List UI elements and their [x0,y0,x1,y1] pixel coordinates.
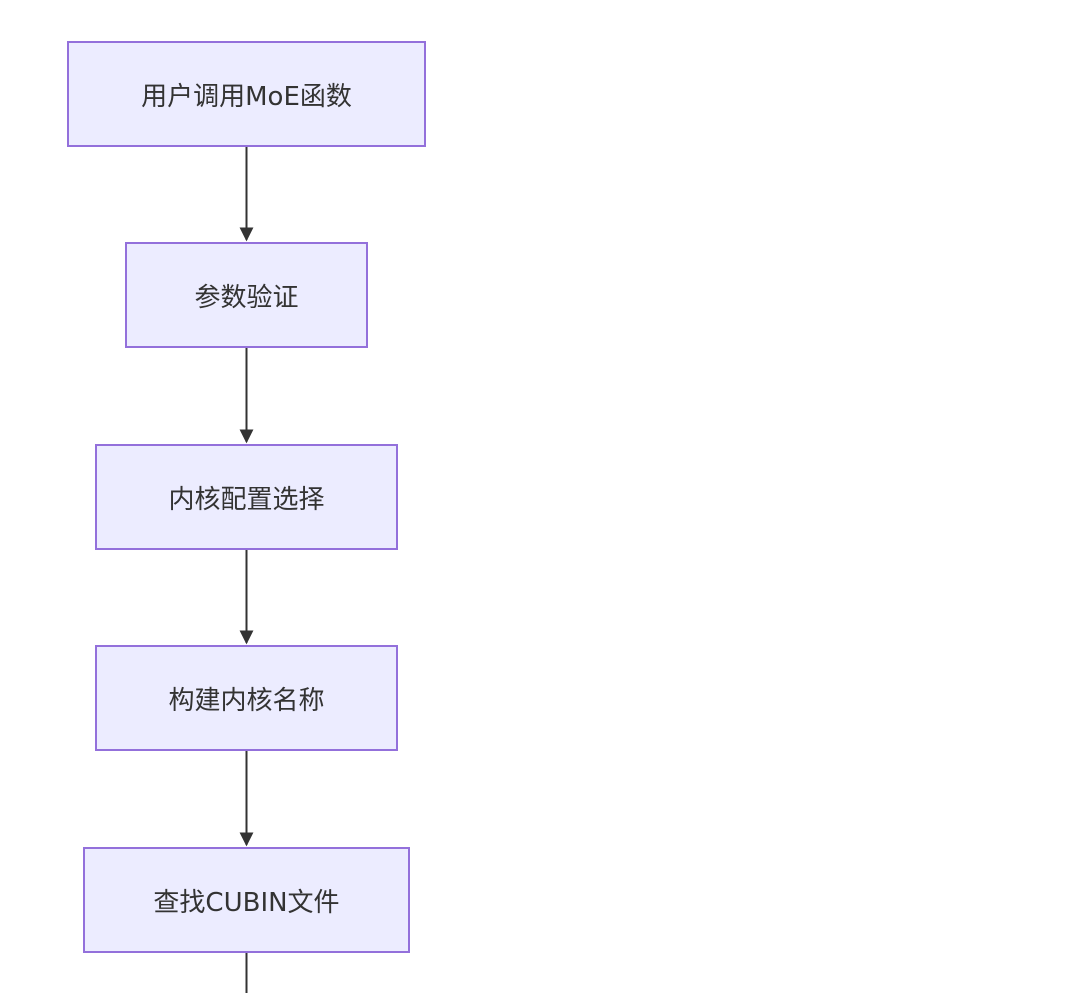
node-find-cubin: 查找CUBIN文件 [83,847,410,953]
node-label: 构建内核名称 [168,685,325,716]
node-label: 查找CUBIN文件 [153,887,340,918]
node-kernel-config-select: 内核配置选择 [95,444,398,550]
node-build-kernel-name: 构建内核名称 [95,645,398,751]
node-label: 内核配置选择 [168,484,325,515]
node-label: 参数验证 [194,282,299,313]
node-param-validation: 参数验证 [125,242,368,348]
node-label: 用户调用MoE函数 [141,81,352,112]
node-user-calls-moe: 用户调用MoE函数 [67,41,426,147]
